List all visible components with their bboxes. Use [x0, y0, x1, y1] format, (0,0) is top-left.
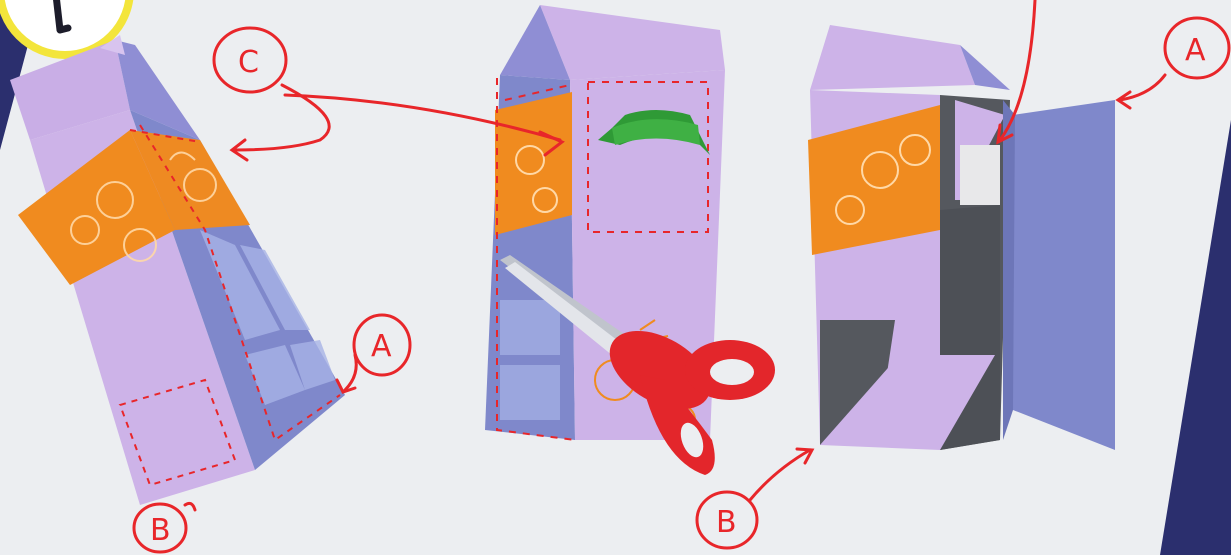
label-a-right-text: A [1185, 33, 1206, 68]
label-b-left-text: B [150, 513, 171, 548]
label-b-right-text: B [716, 505, 737, 540]
label-c-text: C [238, 45, 259, 80]
label-a-left-text: A [371, 329, 392, 364]
